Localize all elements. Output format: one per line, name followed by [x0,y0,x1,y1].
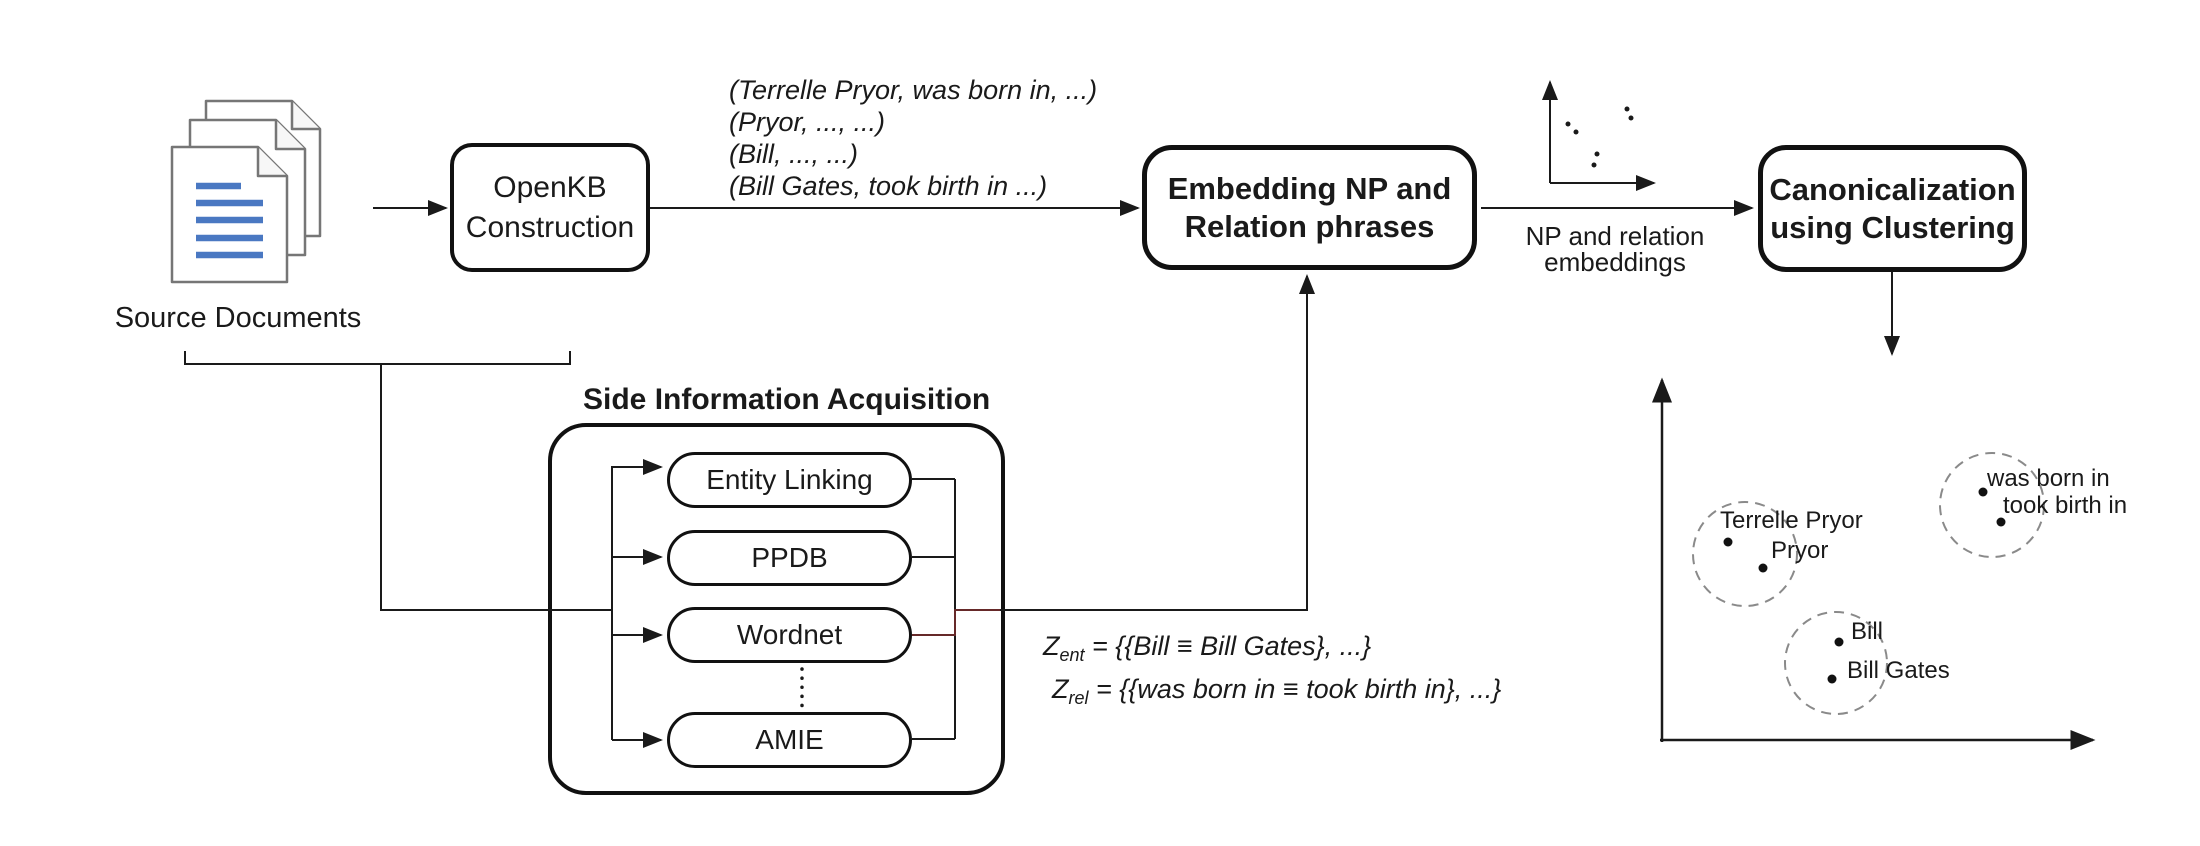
module-wordnet: Wordnet [667,607,912,663]
triple-2: (Pryor, ..., ...) [729,107,886,137]
module-ppdb: PPDB [667,530,912,586]
cluster-label-bill-gates: Bill Gates [1847,657,1950,684]
source-documents-label: Source Documents [114,302,362,334]
z-ent-value: = {{Bill ≡ Bill Gates}, ...} [1084,631,1372,661]
cluster-label-bill: Bill [1851,618,1884,645]
embedding-space-icon [1542,80,1656,191]
np-relation-embeddings-line2: embeddings [1544,247,1686,277]
openkb-line2: Construction [465,210,635,244]
cluster-label-took-birth-in: took birth in [2003,492,2128,519]
canonicalization-box: Canonicalization using Clustering [1758,145,2027,272]
module-entity-linking: Entity Linking [667,452,912,508]
triple-4: (Bill Gates, took birth in ...) [729,171,1048,201]
openkb-construction-box: OpenKB Construction [450,143,650,272]
module-entity-linking-label: Entity Linking [706,464,873,495]
cluster-label-terrelle-pryor: Terrelle Pryor [1720,507,1863,534]
np-relation-embeddings-label: NP and relation embeddings [1505,223,1725,275]
source-documents-bracket [184,351,571,365]
triple-3: (Bill, ..., ...) [729,139,859,169]
extracted-triples-text: (Terrelle Pryor, was born in, ...) (Pryo… [729,74,1097,202]
module-amie: AMIE [667,712,912,768]
z-rel-subscript: rel [1068,688,1089,708]
embedding-np-relation-box: Embedding NP and Relation phrases [1142,145,1477,270]
np-relation-embeddings-line1: NP and relation [1525,221,1705,251]
embedding-line1: Embedding NP and [1167,170,1452,206]
module-wordnet-label: Wordnet [736,619,843,650]
document-text-lines [196,182,263,259]
z-ent-symbol: Z [1043,631,1060,661]
clustering-result-plot [1652,377,2096,750]
z-ent-subscript: ent [1059,645,1085,665]
embedding-line2: Relation phrases [1184,208,1435,244]
side-information-title: Side Information Acquisition [583,383,991,416]
sideinfo-to-embedding-arrow [1000,274,1315,611]
z-rel-equation: Zrel = {{was born in ≡ took birth in}, .… [1052,673,1502,708]
triple-1: (Terrelle Pryor, was born in, ...) [729,75,1098,105]
cluster-label-pryor: Pryor [1771,537,1829,564]
module-ppdb-label: PPDB [751,542,828,573]
canonicalization-line2: using Clustering [1770,209,2015,245]
z-ent-equation: Zent = {{Bill ≡ Bill Gates}, ...} [1043,630,1372,665]
document-stack-icon [170,99,322,284]
openkb-line1: OpenKB [493,170,607,204]
z-rel-value: = {{was born in ≡ took birth in}, ...} [1088,674,1502,704]
cluster-label-was-born-in: was born in [1987,465,2110,492]
module-amie-label: AMIE [755,724,824,755]
z-rel-symbol: Z [1052,674,1069,704]
canonicalization-line1: Canonicalization [1769,171,2016,207]
